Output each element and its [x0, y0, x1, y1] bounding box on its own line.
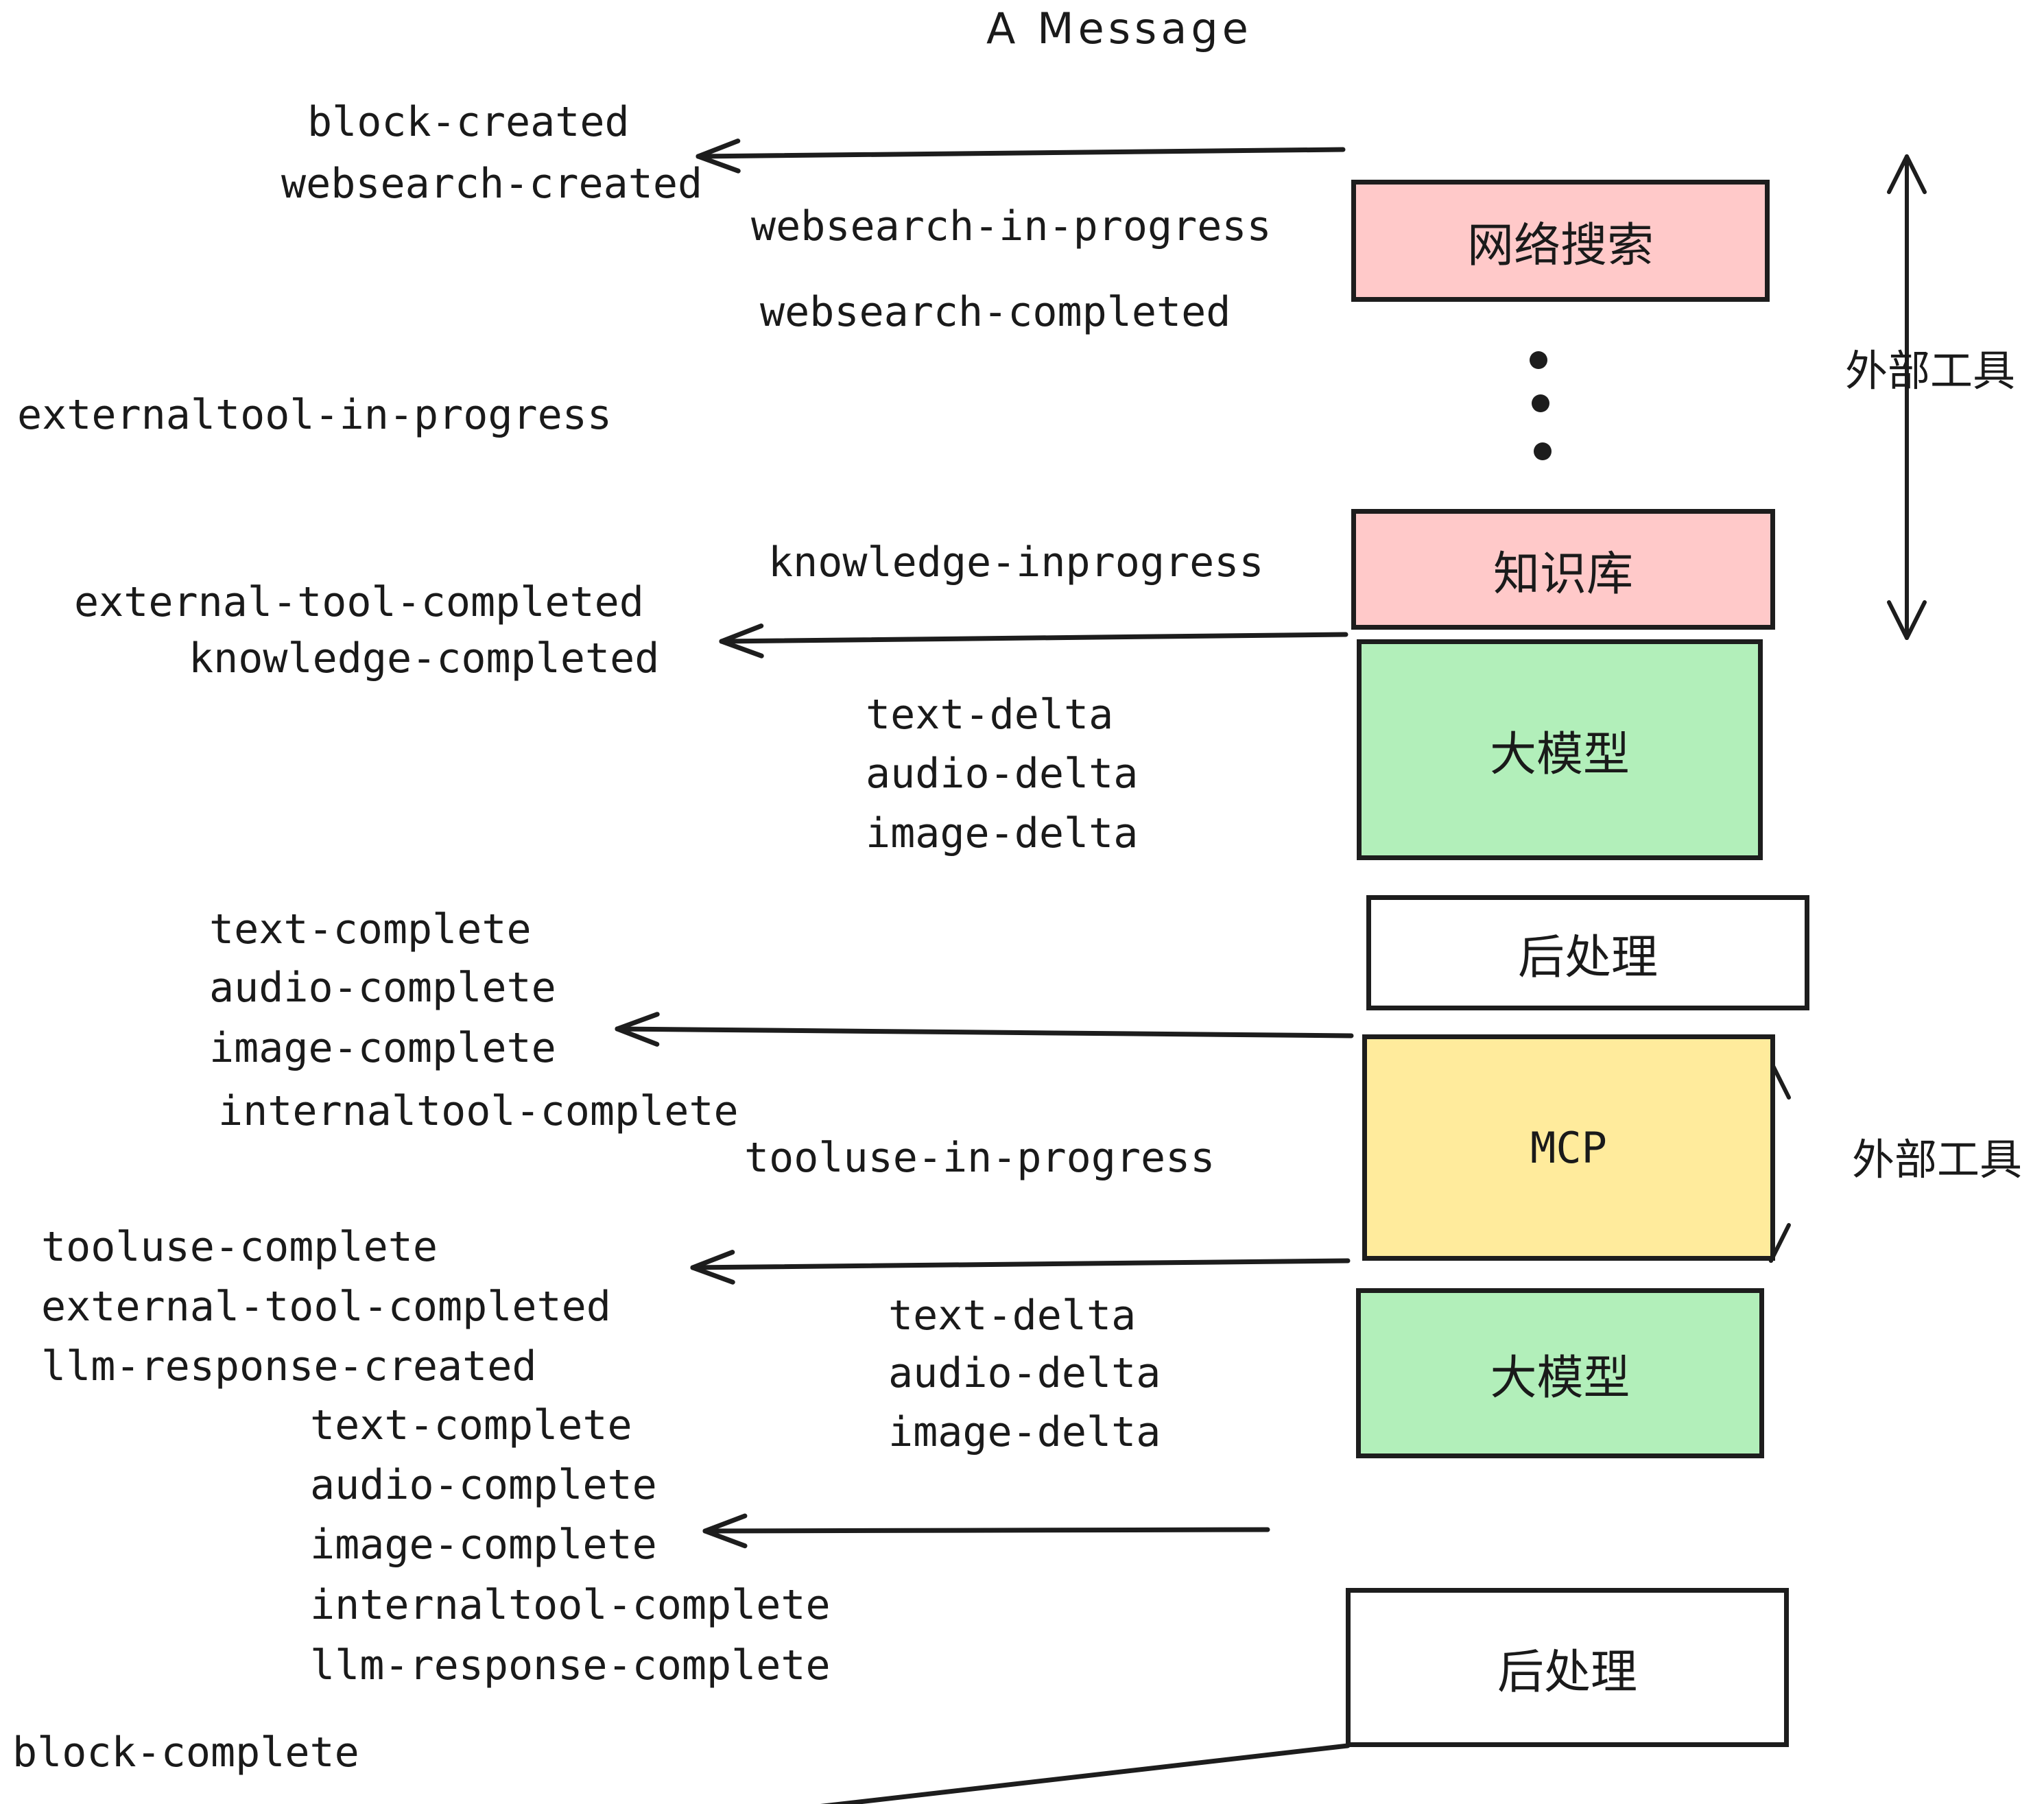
- arrow-tooluse-complete-shaft: [690, 1258, 1351, 1270]
- event-label-websearch-created: websearch-created: [281, 160, 703, 208]
- node-box-llm-1[interactable]: 大模型: [1357, 639, 1763, 860]
- event-label-audio-delta-1: audio-delta: [866, 750, 1139, 798]
- ellipsis-dot-1: [1530, 351, 1547, 369]
- arrow-image-complete-head-b: [615, 1026, 660, 1047]
- node-box-mcp[interactable]: MCP: [1362, 1034, 1775, 1261]
- event-label-internaltool-complete-1: internaltool-complete: [218, 1087, 739, 1135]
- event-label-tooluse-in-progress: tooluse-in-progress: [744, 1134, 1215, 1182]
- event-label-audio-complete-2: audio-complete: [310, 1461, 657, 1509]
- event-label-audio-complete-1: audio-complete: [209, 964, 556, 1012]
- arrow-block-created-head-b: [696, 154, 741, 174]
- side-label-external-tools-bottom: 外部工具: [1852, 1135, 2023, 1185]
- event-label-image-complete-1: image-complete: [209, 1024, 556, 1072]
- event-label-tooluse-complete: tooluse-complete: [41, 1223, 438, 1271]
- arrow-tooluse-complete-head-b: [690, 1265, 735, 1285]
- event-label-internaltool-complete-2: internaltool-complete: [310, 1581, 831, 1629]
- arrow-image-complete-head-a: [615, 1012, 660, 1032]
- ellipsis-dot-3: [1534, 442, 1552, 460]
- arrow-block-created-shaft: [696, 147, 1346, 159]
- event-label-image-delta-2: image-delta: [888, 1408, 1161, 1456]
- event-label-external-tool-completed-1: external-tool-completed: [74, 578, 644, 626]
- page-title: A Message: [986, 3, 1252, 54]
- arrow-knowledge-completed-shaft: [719, 632, 1348, 644]
- arrow-knowledge-completed-head-b: [719, 639, 764, 658]
- external-tool-range-top-uphead-a: [1887, 154, 1909, 194]
- event-label-llm-response-complete: llm-response-complete: [310, 1641, 831, 1689]
- event-label-image-delta-1: image-delta: [866, 809, 1139, 857]
- ellipsis-dot-2: [1532, 394, 1549, 412]
- external-tool-range-top-downhead-a: [1887, 600, 1909, 640]
- event-label-externaltool-in-progress: externaltool-in-progress: [17, 391, 612, 439]
- arrow-audio-complete-head-a: [702, 1513, 748, 1534]
- event-label-text-complete-1: text-complete: [209, 905, 532, 953]
- arrow-image-complete-shaft: [615, 1026, 1354, 1039]
- arrow-audio-complete-shaft: [702, 1527, 1270, 1534]
- arrow-audio-complete-head-b: [702, 1528, 748, 1549]
- arrow-knowledge-completed-head-a: [719, 624, 764, 644]
- node-box-websearch[interactable]: 网络搜索: [1351, 180, 1770, 302]
- arrow-block-created-head-a: [696, 139, 741, 159]
- event-label-llm-response-created: llm-response-created: [41, 1342, 537, 1390]
- event-label-knowledge-completed: knowledge-completed: [189, 634, 660, 683]
- event-label-knowledge-inprogress: knowledge-inprogress: [768, 538, 1264, 586]
- arrow-block-complete-shaft: [820, 1743, 1351, 1804]
- node-box-postprocess-2[interactable]: 后处理: [1346, 1588, 1789, 1747]
- event-label-external-tool-completed-2: external-tool-completed: [41, 1283, 611, 1331]
- node-box-llm-2[interactable]: 大模型: [1356, 1288, 1764, 1458]
- event-label-image-complete-2: image-complete: [310, 1521, 657, 1569]
- event-label-block-complete: block-complete: [12, 1729, 359, 1777]
- event-label-websearch-in-progress: websearch-in-progress: [751, 202, 1272, 250]
- side-label-external-tools-top: 外部工具: [1845, 346, 2016, 396]
- node-box-knowledge[interactable]: 知识库: [1351, 509, 1775, 630]
- external-tool-range-top-downhead-b: [1905, 600, 1927, 640]
- event-label-block-created: block-created: [307, 98, 630, 146]
- external-tool-range-top-uphead-b: [1905, 154, 1927, 194]
- event-label-websearch-completed: websearch-completed: [760, 288, 1231, 336]
- arrow-tooluse-complete-head-a: [690, 1250, 735, 1270]
- event-label-text-complete-2: text-complete: [310, 1401, 632, 1449]
- event-label-text-delta-1: text-delta: [866, 691, 1114, 739]
- event-label-audio-delta-2: audio-delta: [888, 1349, 1161, 1397]
- node-box-postprocess-1[interactable]: 后处理: [1366, 895, 1809, 1010]
- event-label-text-delta-2: text-delta: [888, 1292, 1137, 1340]
